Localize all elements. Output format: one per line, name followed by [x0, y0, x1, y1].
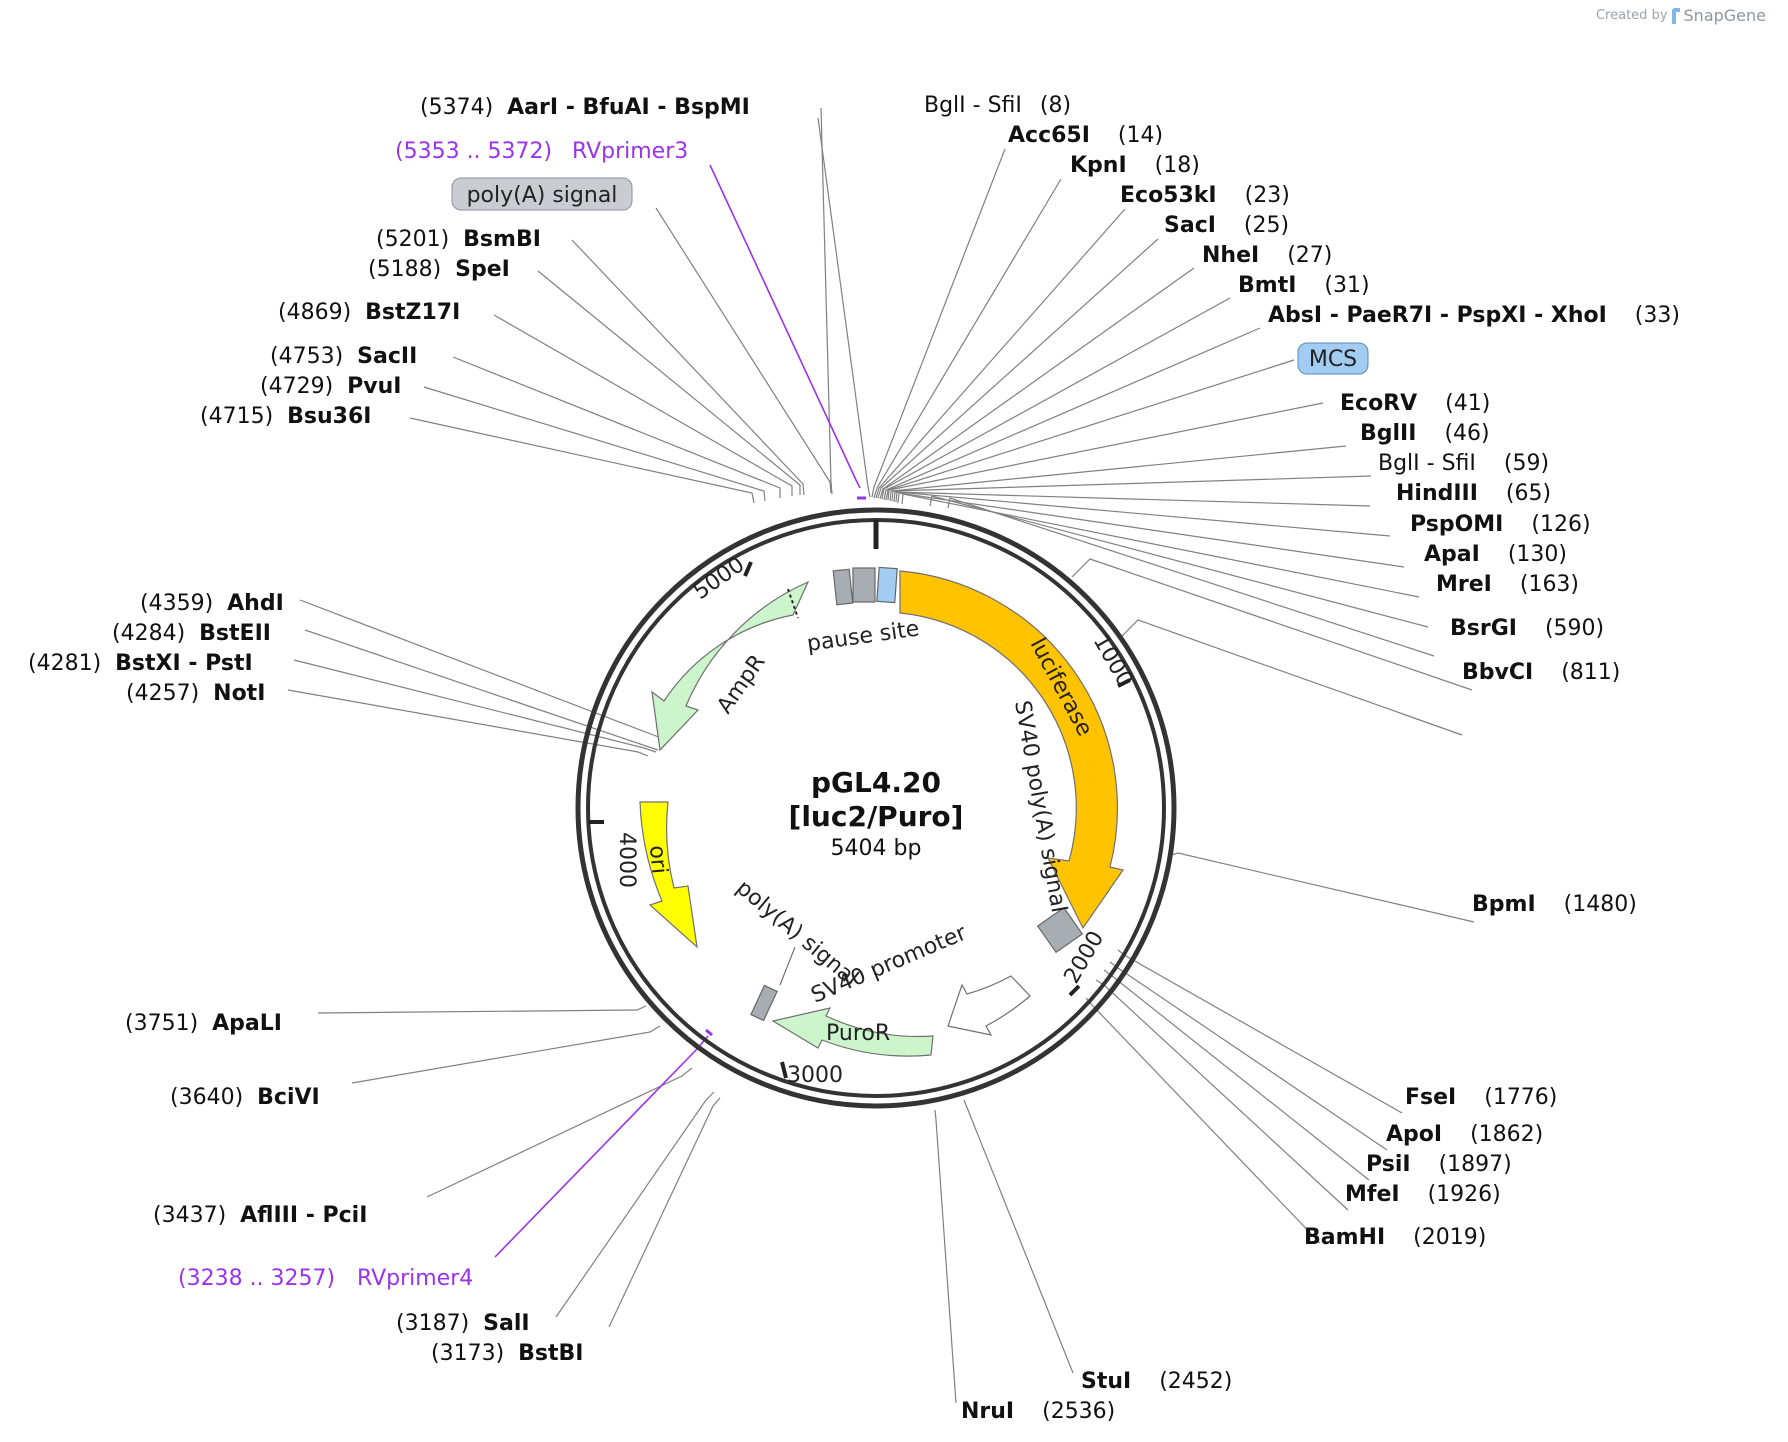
- site-label[interactable]: PspOMI(126): [1410, 512, 1591, 537]
- site-label[interactable]: BsrGI(590): [1450, 616, 1604, 641]
- rvprimer3-range: (5353 .. 5372): [395, 139, 552, 164]
- ampr-dotted-marker: [787, 588, 799, 619]
- site-label[interactable]: (3173)BstBI: [431, 1341, 584, 1366]
- polya-inner-box[interactable]: [750, 984, 778, 1022]
- site-label[interactable]: (4359)AhdI: [140, 591, 284, 616]
- plasmid-length: 5404 bp: [831, 836, 922, 861]
- right-site-labels: BglI - SfiI(8) Acc65I(14) KpnI(18) Eco53…: [924, 93, 1680, 1250]
- site-label[interactable]: ApaI(130): [1424, 542, 1567, 567]
- created-by-credit: Created by SnapGene: [1596, 6, 1766, 25]
- site-label[interactable]: (4281)BstXI - PstI: [28, 651, 253, 676]
- tick-5000: 5000: [689, 552, 749, 605]
- tick-marks: [589, 561, 1131, 1079]
- site-label[interactable]: HindIII(65): [1396, 481, 1551, 506]
- credit-brand: SnapGene: [1683, 6, 1766, 25]
- rvprimer4-range: (3238 .. 3257): [178, 1266, 335, 1291]
- leader-lines: [287, 107, 1475, 1404]
- site-label[interactable]: (4284)BstEII: [112, 621, 271, 646]
- tick-1000: 1000: [1088, 631, 1138, 692]
- site-label[interactable]: (3751)ApaLI: [125, 1011, 282, 1036]
- sv40-promoter-arrow[interactable]: [947, 975, 1031, 1036]
- ori-label: ori: [644, 844, 671, 875]
- site-label[interactable]: MreI(163): [1436, 572, 1579, 597]
- plasmid-name-line2: [luc2/Puro]: [789, 800, 964, 833]
- puror-arrow[interactable]: [771, 1007, 934, 1057]
- tick-3000: 3000: [787, 1063, 843, 1088]
- site-label[interactable]: BpmI(1480): [1472, 892, 1637, 917]
- polya-signal-box[interactable]: [451, 177, 633, 211]
- site-label[interactable]: MfeI(1926): [1345, 1182, 1501, 1207]
- site-label[interactable]: BamHI(2019): [1304, 1225, 1486, 1250]
- backbone-outer: [575, 507, 1177, 1109]
- mcs-feature-box[interactable]: [876, 566, 898, 604]
- primer-labels: (5353 .. 5372) RVprimer3 (3238 .. 3257) …: [178, 139, 688, 1291]
- pause-site-box-2[interactable]: [852, 567, 876, 603]
- site-label[interactable]: (4715)Bsu36I: [200, 404, 371, 429]
- site-label[interactable]: StuI(2452): [1081, 1369, 1232, 1394]
- site-label[interactable]: AbsI - PaeR7I - PspXI - XhoI(33): [1268, 303, 1680, 328]
- site-label[interactable]: FseI(1776): [1405, 1085, 1557, 1110]
- puror-label: PuroR: [826, 1021, 890, 1046]
- site-label[interactable]: BglI - SfiI(8): [924, 93, 1071, 118]
- site-label[interactable]: Eco53kI(23): [1120, 183, 1290, 208]
- site-label[interactable]: KpnI(18): [1070, 153, 1200, 178]
- site-label[interactable]: PsiI(1897): [1366, 1152, 1512, 1177]
- site-label[interactable]: EcoRV(41): [1340, 391, 1490, 416]
- rvprimer3-name: RVprimer3: [572, 139, 688, 164]
- site-label[interactable]: (5201)BsmBI: [376, 227, 541, 252]
- rvprimer4-name: RVprimer4: [357, 1266, 473, 1291]
- luciferase-arrow[interactable]: [899, 570, 1124, 930]
- sv40-polya-box[interactable]: [1036, 906, 1084, 954]
- site-label[interactable]: Acc65I(14): [1008, 123, 1163, 148]
- site-label[interactable]: NheI(27): [1202, 243, 1332, 268]
- site-label[interactable]: SacI(25): [1164, 213, 1289, 238]
- site-label[interactable]: BbvCI(811): [1462, 660, 1620, 685]
- site-label[interactable]: BglII(46): [1360, 421, 1490, 446]
- site-label[interactable]: ApoI(1862): [1386, 1122, 1543, 1147]
- tick-4000: 4000: [614, 832, 639, 888]
- mcs-box[interactable]: [1297, 342, 1369, 375]
- snapgene-logo-icon: [1671, 7, 1680, 24]
- site-label[interactable]: (3640)BciVI: [170, 1085, 320, 1110]
- site-label[interactable]: (4869)BstZ17I: [278, 300, 460, 325]
- site-label[interactable]: BglI - SfiI(59): [1378, 451, 1549, 476]
- ori-arrow[interactable]: [639, 801, 698, 949]
- site-label[interactable]: (5188)SpeI: [368, 257, 510, 282]
- polya-signal-box-label: poly(A) signal: [467, 183, 618, 208]
- credit-prefix: Created by: [1595, 8, 1668, 23]
- ampr-label: AmpR: [712, 650, 770, 718]
- mcs-box-label: MCS: [1309, 347, 1357, 372]
- site-label[interactable]: (3437)AflIII - PciI: [153, 1203, 367, 1228]
- plasmid-name-line1: pGL4.20: [811, 766, 941, 799]
- polya-inner-leader: [779, 946, 796, 986]
- bottom-site-labels: StuI(2452) NruI(2536): [961, 1369, 1232, 1424]
- pause-site-label: pause site: [805, 616, 921, 657]
- pause-site-box-1[interactable]: [832, 568, 854, 606]
- site-label[interactable]: BmtI(31): [1238, 273, 1370, 298]
- left-site-labels: (5374)AarI - BfuAI - BspMI (5201)BsmBI (…: [28, 95, 750, 1366]
- site-label[interactable]: (4753)SacII: [270, 344, 417, 369]
- rvprimer4-mark: [705, 1028, 713, 1037]
- site-label[interactable]: NruI(2536): [961, 1399, 1115, 1424]
- site-label[interactable]: (4729)PvuI: [260, 374, 401, 399]
- site-label[interactable]: (5374)AarI - BfuAI - BspMI: [420, 95, 750, 120]
- site-label[interactable]: (3187)SalI: [396, 1311, 530, 1336]
- site-label[interactable]: (4257)NotI: [126, 681, 265, 706]
- ampr-arrow[interactable]: [651, 580, 810, 752]
